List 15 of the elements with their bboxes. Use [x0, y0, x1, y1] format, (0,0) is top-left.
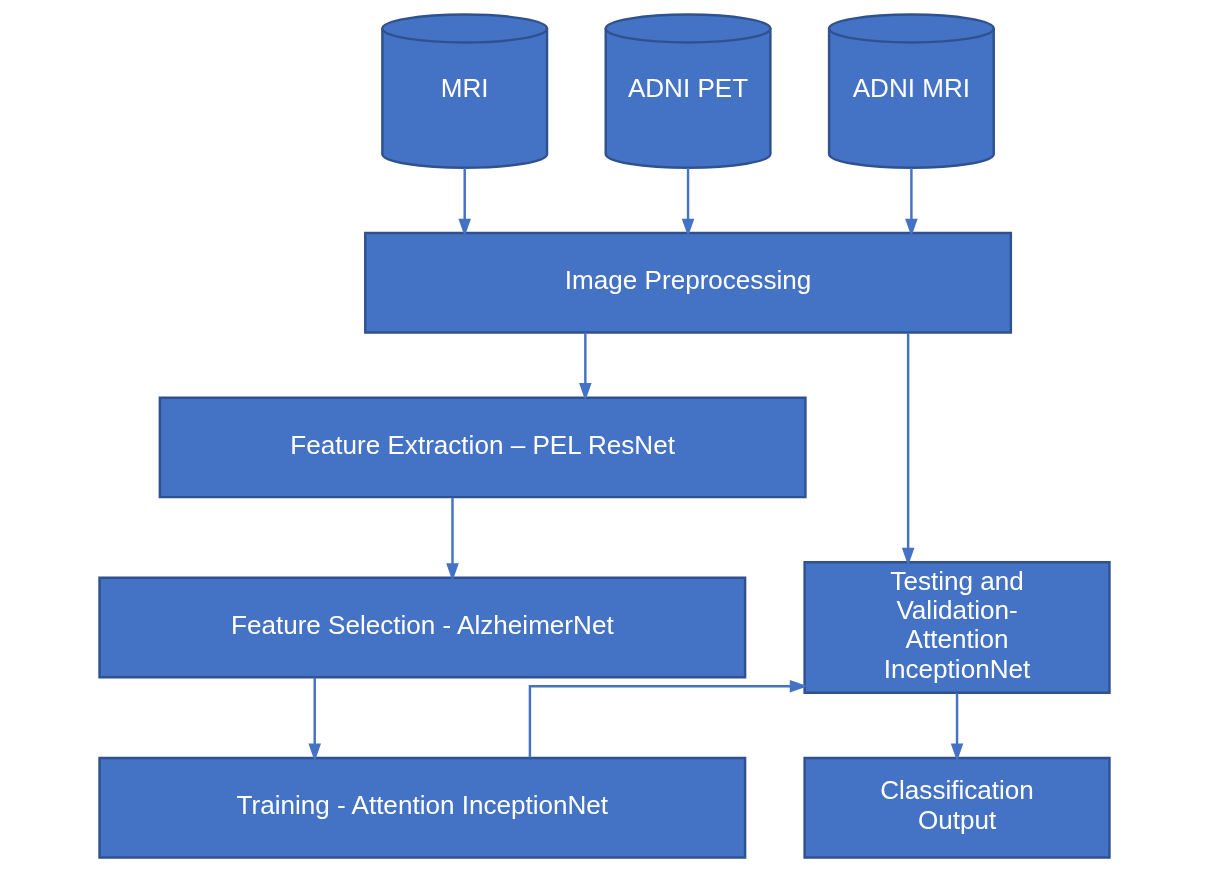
arrow — [457, 168, 471, 237]
node-box: Feature Selection - AlzheimerNet — [97, 576, 746, 679]
arrow — [528, 679, 808, 758]
arrow — [901, 332, 914, 566]
arrow — [307, 677, 321, 762]
node-box: Testing and Validation- Attention InceptionNet — [802, 561, 1111, 694]
node-box: Feature Extraction – PEL ResNet — [158, 396, 807, 499]
arrow — [950, 693, 963, 762]
arrow — [681, 168, 694, 237]
arrow — [445, 497, 459, 582]
node-box: Image Preprocessing — [363, 231, 1012, 334]
arrow — [578, 332, 592, 401]
arrow — [904, 168, 918, 237]
node-box: Classification Output — [802, 756, 1111, 859]
node-box: Training - Attention InceptionNet — [97, 756, 746, 859]
